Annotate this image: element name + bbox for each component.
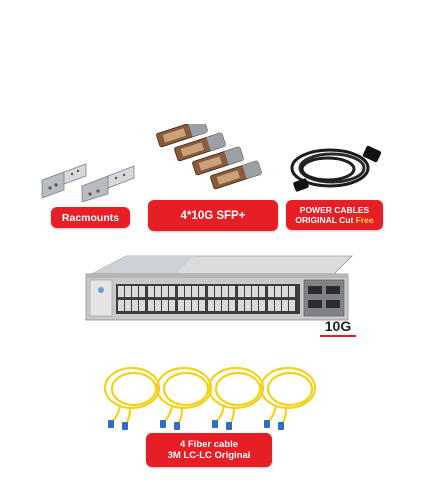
power-label-line2-prefix: ORIGINAL Cut <box>295 215 356 225</box>
fiber-cable-3 <box>207 366 265 425</box>
uplink-10g-label: 10G <box>324 318 352 334</box>
fiber-cable-label: 4 Fiber cable 3M LC-LC Original <box>146 433 272 467</box>
sfp-module-2 <box>174 132 226 162</box>
power-label-free-text: Free <box>355 215 374 225</box>
lc-connectors <box>108 420 284 430</box>
uplink-10g-underline <box>320 335 356 337</box>
rackmount-brackets-image <box>41 163 135 202</box>
sfp-module-1 <box>156 124 208 148</box>
sfp-modules-image <box>156 124 262 190</box>
ethernet-ports <box>118 286 295 311</box>
fiber-cable-2 <box>155 366 213 425</box>
sfp-uplink-ports <box>308 286 340 308</box>
rackmount-bracket-left <box>41 163 87 199</box>
sfp-label-text: 4*10G SFP+ <box>180 209 246 222</box>
network-switch-image <box>85 255 353 321</box>
rackmounts-label: Racmounts <box>51 207 130 228</box>
fiber-cable-1 <box>103 366 161 425</box>
fiber-label-line1: 4 Fiber cable <box>179 439 239 450</box>
rackmount-bracket-right <box>81 165 135 202</box>
power-cables-label: POWER CABLES ORIGINAL Cut Free <box>286 200 383 230</box>
power-label-line2: ORIGINAL Cut Free <box>295 215 373 225</box>
power-cable-image <box>290 145 382 192</box>
sfp-label: 4*10G SFP+ <box>148 200 278 231</box>
fiber-cable-4 <box>259 366 317 425</box>
fiber-label-line2: 3M LC-LC Original <box>167 450 251 461</box>
power-label-line1: POWER CABLES <box>299 205 370 215</box>
sfp-module-3 <box>192 146 244 176</box>
rackmounts-label-text: Racmounts <box>61 211 120 224</box>
fiber-cables-image <box>103 366 317 430</box>
sfp-module-4 <box>210 160 262 190</box>
